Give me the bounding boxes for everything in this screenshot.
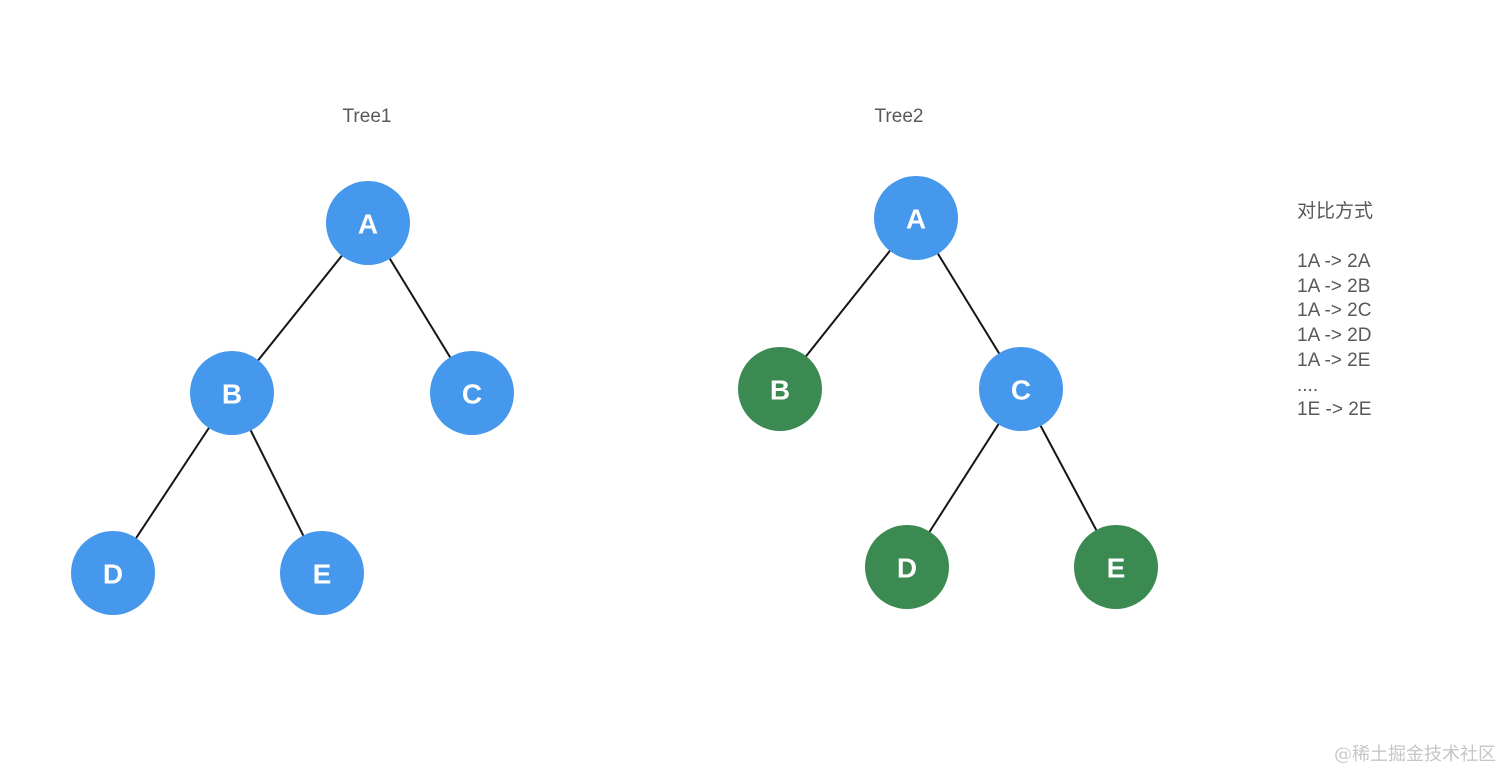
tree-2-node-C [979, 347, 1063, 431]
tree-1-node-C [430, 351, 514, 435]
tree-2-node-B [738, 347, 822, 431]
tree-1-node-label-D: D [103, 559, 123, 590]
tree-2-title: Tree2 [875, 106, 924, 127]
tree-1-node-label-B: B [222, 379, 242, 410]
tree-1-node-D [71, 531, 155, 615]
tree-2-node-label-D: D [897, 553, 917, 584]
comparison-title: 对比方式 [1297, 201, 1374, 222]
tree-1-node-label-C: C [462, 379, 482, 410]
comparison-item: .... [1297, 374, 1319, 396]
tree-1-node-label-A: A [358, 209, 378, 240]
watermark: @稀土掘金技术社区 [1334, 744, 1496, 765]
tree-1-node-B [190, 351, 274, 435]
tree-1-title: Tree1 [343, 106, 392, 127]
tree-2-node-label-C: C [1011, 375, 1031, 406]
tree-2-node-A [874, 176, 958, 260]
tree-1-node-A [326, 181, 410, 265]
tree-2-node-label-E: E [1107, 553, 1126, 584]
tree-2-node-D [865, 525, 949, 609]
comparison-item: 1A -> 2B [1297, 275, 1371, 297]
tree-1-node-label-E: E [313, 559, 332, 590]
tree-2-node-label-A: A [906, 204, 926, 235]
comparison-item: 1A -> 2D [1297, 325, 1372, 347]
comparison-item: 1A -> 2C [1297, 300, 1372, 322]
comparison-item: 1A -> 2E [1297, 349, 1371, 371]
tree-1-node-E [280, 531, 364, 615]
tree-2-node-label-B: B [770, 375, 790, 406]
tree-2-node-E [1074, 525, 1158, 609]
comparison-item: 1E -> 2E [1297, 399, 1372, 421]
comparison-item: 1A -> 2A [1297, 251, 1371, 272]
